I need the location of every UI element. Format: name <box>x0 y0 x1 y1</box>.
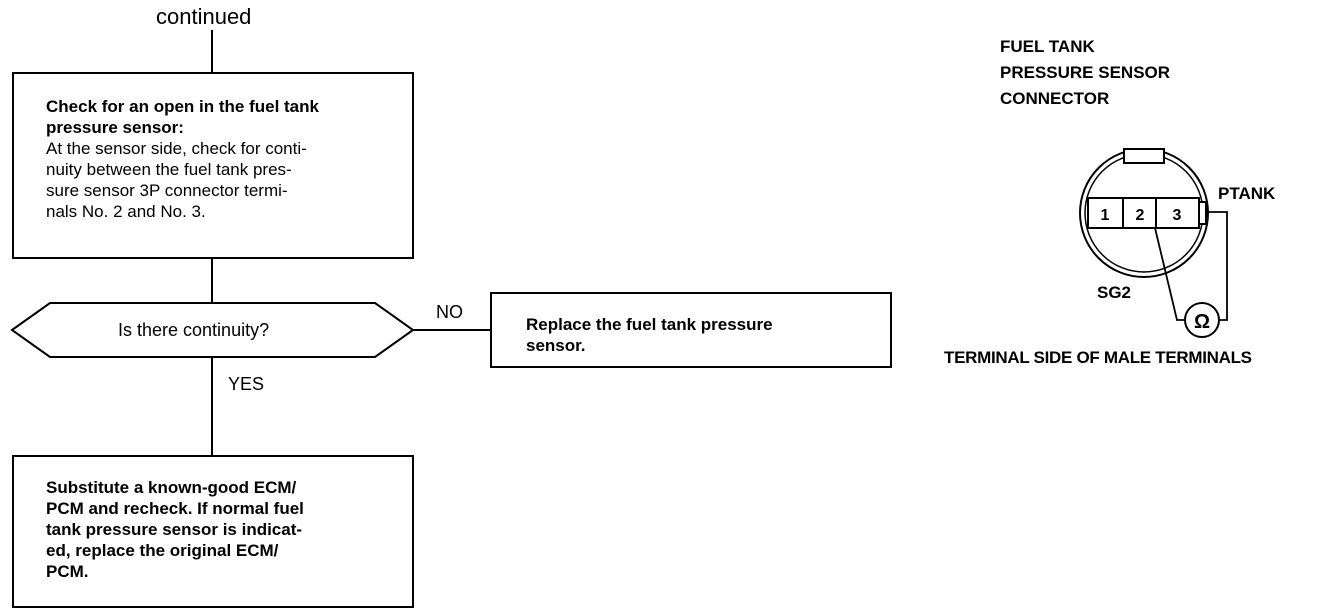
check-open-line-4: nals No. 2 and No. 3. <box>46 202 206 221</box>
ptank-label: PTANK <box>1218 184 1276 203</box>
terminal-2: 2 <box>1136 207 1145 224</box>
terminal-band-edge <box>1198 201 1207 225</box>
connector-line-box1-decision <box>211 259 213 302</box>
probe-wire-sg2 <box>1154 227 1185 321</box>
replace-sensor-box: Replace the fuel tank pressure sensor. <box>490 292 892 368</box>
check-open-title-1: Check for an open in the fuel tank <box>46 97 319 116</box>
terminal-band <box>1087 197 1200 229</box>
yes-label: YES <box>228 374 265 394</box>
terminal-3: 3 <box>1173 207 1182 224</box>
connector-caption: TERMINAL SIDE OF MALE TERMINALS <box>944 348 1252 367</box>
connector-title-line-2: PRESSURE SENSOR <box>1000 63 1171 82</box>
check-open-line-2: nuity between the fuel tank pres- <box>46 160 292 179</box>
connector-title-line-1: FUEL TANK <box>1000 37 1095 56</box>
connector-lock-tab <box>1123 148 1165 164</box>
substitute-ecm-line-5: PCM. <box>46 562 89 581</box>
substitute-ecm-line-3: tank pressure sensor is indicat- <box>46 520 303 539</box>
substitute-ecm-box: Substitute a known-good ECM/ PCM and rec… <box>12 455 414 608</box>
ohmmeter <box>1184 302 1220 338</box>
ohm-symbol: Ω <box>1194 311 1210 333</box>
substitute-ecm-line-4: ed, replace the original ECM/ <box>46 541 279 560</box>
continued-label: continued <box>156 4 252 29</box>
substitute-ecm-line-1: Substitute a known-good ECM/ <box>46 478 297 497</box>
check-open-line-1: At the sensor side, check for conti- <box>46 139 307 158</box>
check-open-line-3: sure sensor 3P connector termi- <box>46 181 288 200</box>
terminal-1: 1 <box>1101 207 1110 224</box>
substitute-ecm-line-2: PCM and recheck. If normal fuel <box>46 499 304 518</box>
connector-line-yes <box>211 358 213 456</box>
replace-sensor-line-1: Replace the fuel tank pressure <box>526 315 773 334</box>
check-open-title-2: pressure sensor: <box>46 118 184 137</box>
no-label: NO <box>436 302 463 322</box>
check-open-box: Check for an open in the fuel tank press… <box>12 72 414 259</box>
sg2-label: SG2 <box>1097 283 1131 302</box>
decision-label: Is there continuity? <box>118 320 270 340</box>
replace-sensor-line-2: sensor. <box>526 336 586 355</box>
connector-line-no <box>413 329 491 331</box>
connector-title-line-3: CONNECTOR <box>1000 89 1110 108</box>
probe-wire-ptank <box>1206 211 1228 321</box>
connector-line-top <box>211 30 213 72</box>
connector-title: FUEL TANK PRESSURE SENSOR CONNECTOR <box>1000 34 1170 112</box>
connector-diagram: 1 2 3 Ω PTANK SG2 <box>1079 148 1276 338</box>
